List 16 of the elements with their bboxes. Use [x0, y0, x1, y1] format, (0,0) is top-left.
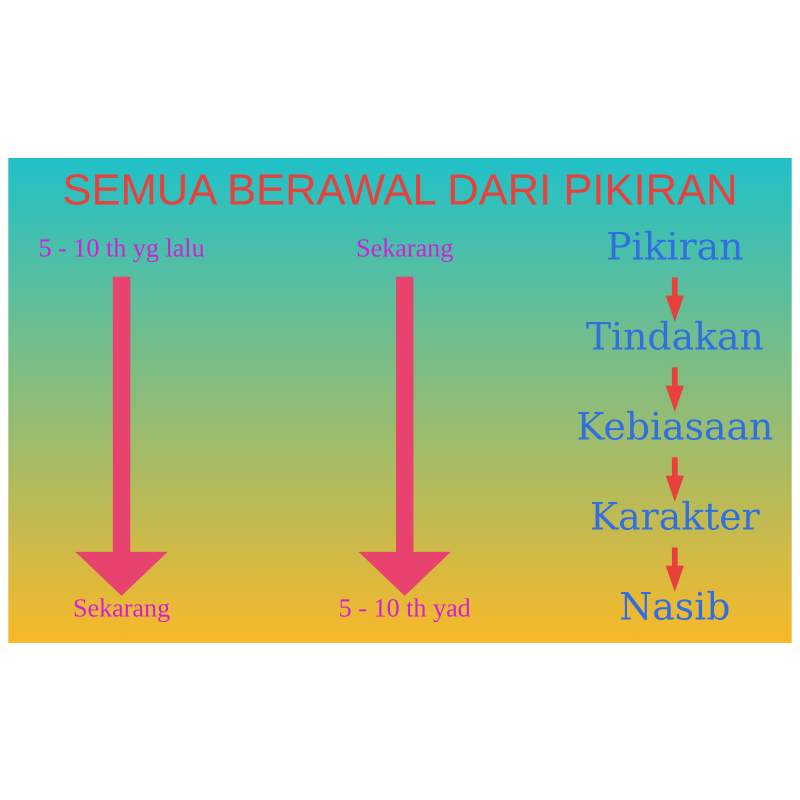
diagram-title: SEMUA BERAWAL DARI PIKIRAN: [62, 166, 738, 214]
node-text: Kebiasaan: [576, 404, 774, 448]
node-text: Sekarang: [356, 233, 454, 262]
arrow: [666, 366, 684, 412]
node-text: 5 - 10 th yg lalu: [38, 233, 205, 262]
arrow: [666, 456, 684, 502]
node-text: 5 - 10 th yad: [338, 593, 471, 622]
node-text: Tindakan: [586, 314, 764, 358]
arrow: [666, 276, 684, 322]
node-text: Karakter: [590, 494, 760, 538]
arrow: [358, 276, 451, 596]
arrow: [75, 276, 168, 596]
node-text: Pikiran: [606, 224, 744, 268]
node-text: Sekarang: [72, 593, 170, 622]
node-text: Nasib: [619, 584, 730, 628]
arrow: [666, 546, 684, 592]
